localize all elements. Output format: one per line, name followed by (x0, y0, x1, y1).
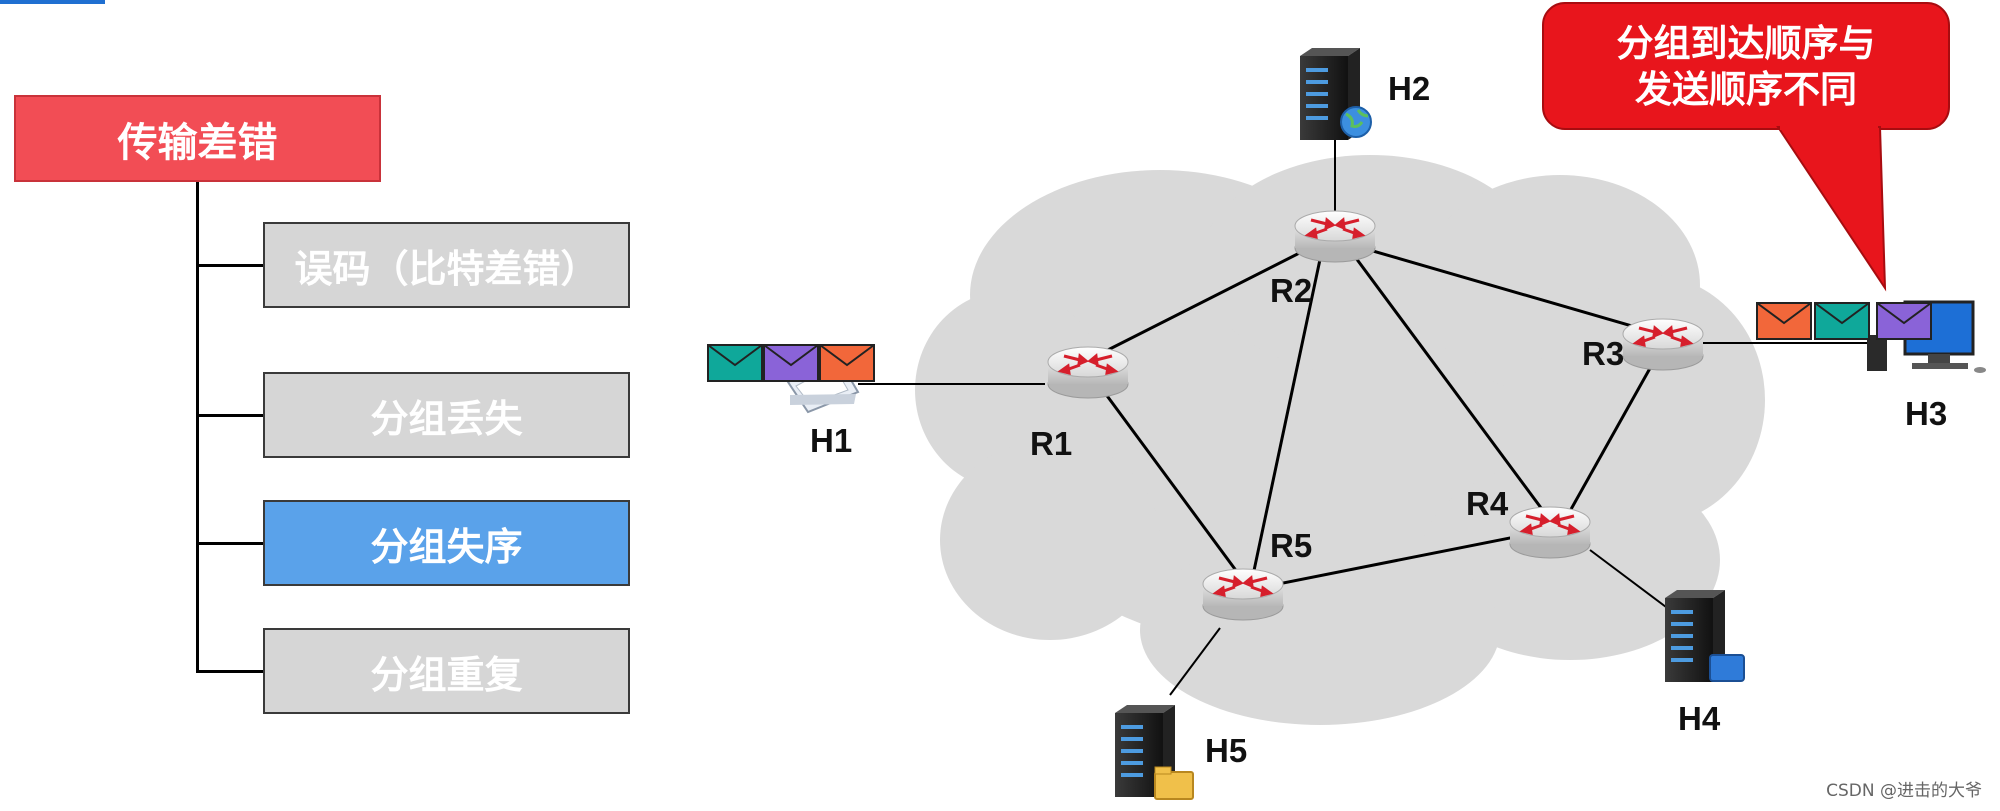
router-r1-label: R1 (1030, 425, 1072, 462)
tree-branch-3 (196, 542, 263, 545)
packet-envelope-icon (707, 344, 763, 382)
network-cloud (915, 155, 1765, 725)
tree-branch-2 (196, 414, 263, 417)
watermark: CSDN @进击的大爷 (1826, 781, 1982, 801)
packet-envelope-icon (1876, 302, 1932, 340)
packet-envelope-icon (819, 344, 875, 382)
router-r3-icon (1621, 317, 1705, 372)
router-r4-label: R4 (1466, 485, 1509, 522)
node-packet-loss: 分组丢失 (263, 372, 630, 458)
host-links (858, 132, 1870, 696)
globe-icon (1340, 106, 1372, 138)
tree-branch-1 (196, 264, 263, 267)
router-r5-label: R5 (1270, 527, 1312, 564)
packet-envelope-icon (1756, 302, 1812, 340)
host-h4-label: H4 (1678, 700, 1721, 737)
router-r4-icon (1508, 505, 1592, 560)
node-bit-error: 误码（比特差错） (263, 222, 630, 308)
host-h2-label: H2 (1388, 70, 1430, 107)
host-h3-label: H3 (1905, 395, 1947, 432)
top-accent-bar (0, 0, 105, 4)
router-r5-icon (1201, 567, 1285, 622)
router-r2-icon (1293, 209, 1377, 264)
media-icon (1709, 654, 1745, 682)
host-h1-label: H1 (810, 422, 852, 459)
node-packet-duplicate: 分组重复 (263, 628, 630, 714)
folder-icon (1154, 771, 1194, 800)
router-r3-label: R3 (1582, 335, 1624, 372)
packet-envelope-icon (763, 344, 819, 382)
tree-trunk (196, 182, 199, 672)
network-links (1086, 233, 1665, 592)
router-r2-label: R2 (1270, 272, 1312, 309)
node-packet-reorder: 分组失序 (263, 500, 630, 586)
host-h5-label: H5 (1205, 732, 1247, 769)
router-r1-icon (1046, 345, 1130, 400)
packet-envelope-icon (1814, 302, 1870, 340)
callout-line-2: 发送顺序不同 (1635, 68, 1857, 111)
callout-line-1: 分组到达顺序与 (1617, 22, 1876, 65)
root-node-transmission-error: 传输差错 (14, 95, 381, 182)
tree-branch-4 (196, 670, 263, 673)
callout-bubble (1542, 2, 1950, 292)
